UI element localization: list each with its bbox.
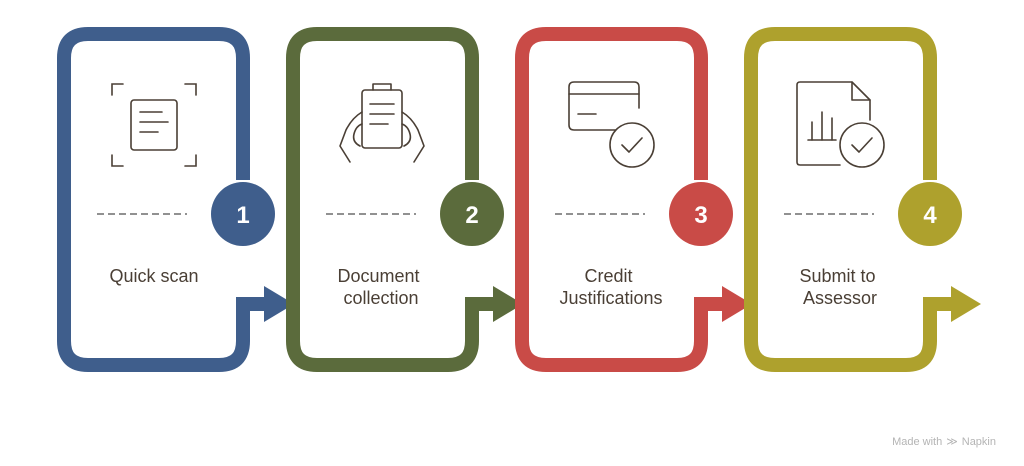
step-4: 4 Submit to Assessor — [744, 27, 981, 372]
step-3: 3 Credit Justifications — [515, 27, 752, 372]
report-check-icon — [796, 81, 885, 168]
step-4-frame — [744, 27, 955, 372]
step-2-label: Document collection — [337, 266, 424, 308]
step-2-badge — [440, 182, 504, 246]
step-1-frame — [57, 27, 268, 372]
step-4-label: Submit to Assessor — [799, 266, 880, 308]
step-1-number: 1 — [236, 202, 249, 229]
credit-card-check-icon — [568, 81, 655, 168]
step-4-number: 4 — [923, 202, 937, 229]
step-3-badge — [669, 182, 733, 246]
watermark-brand: Napkin — [961, 435, 996, 448]
step-3-frame — [515, 27, 726, 372]
step-2-frame — [286, 27, 497, 372]
step-1-arrow — [264, 286, 294, 322]
napkin-logo-icon: ≫ — [946, 436, 958, 448]
document-scan-icon — [111, 83, 197, 167]
step-1: 1 Quick scan — [57, 27, 294, 372]
step-3-number: 3 — [694, 202, 707, 229]
step-1-badge — [211, 182, 275, 246]
step-2-number: 2 — [465, 202, 478, 229]
step-3-label: Credit Justifications — [559, 266, 662, 308]
step-4-badge — [898, 182, 962, 246]
step-2: 2 Document collection — [286, 27, 523, 372]
watermark: Made with ≫ Napkin — [892, 435, 996, 449]
clipboard-hands-icon — [339, 83, 425, 163]
step-2-arrow — [493, 286, 523, 322]
step-4-arrow — [951, 286, 981, 322]
step-1-label: Quick scan — [109, 266, 198, 286]
watermark-prefix: Made with — [892, 435, 943, 448]
step-3-arrow — [722, 286, 752, 322]
